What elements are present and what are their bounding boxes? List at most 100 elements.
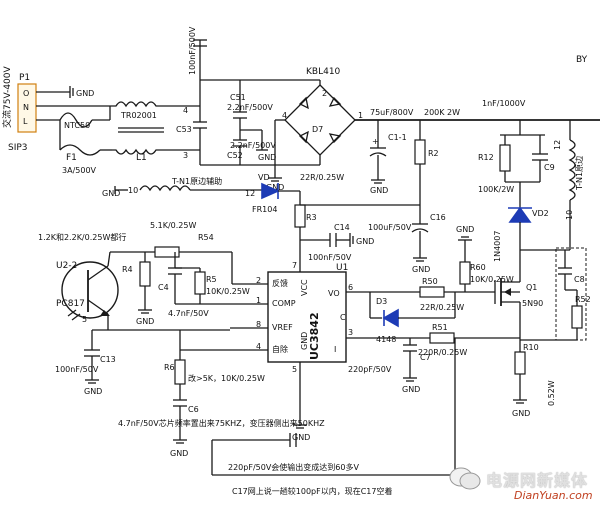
pin-5: 5 bbox=[292, 365, 297, 374]
label-r2-value: 200K 2W bbox=[424, 108, 460, 117]
label-c53: C53 bbox=[176, 125, 192, 134]
label-pri-12: 12 bbox=[553, 140, 562, 150]
label-c7: C7 bbox=[420, 353, 431, 362]
label-onl-o: O bbox=[23, 89, 29, 98]
label-r2: R2 bbox=[428, 149, 439, 158]
plus-c11: + bbox=[372, 137, 379, 146]
label-r51-value: 220R/0.25W bbox=[418, 348, 467, 357]
label-c7-value: 220pF/50V bbox=[348, 365, 392, 374]
label-gnd-r4: GND bbox=[136, 317, 154, 326]
label-bridge-1: 1 bbox=[358, 111, 363, 120]
label-r12-value: 100K/2W bbox=[478, 185, 514, 194]
label-1n4007: 1N4007 bbox=[493, 231, 502, 262]
connector-p1: P1 O N L SIP3 交流75V-400V bbox=[1, 65, 37, 153]
label-primary: T-N1原边 bbox=[574, 156, 584, 191]
label-n3: 3 bbox=[183, 151, 188, 160]
label-gnd-bridge: GND bbox=[266, 183, 284, 192]
pin-1: 1 bbox=[256, 296, 261, 305]
diode-d3 bbox=[382, 308, 399, 328]
label-gnd-c6: GND bbox=[170, 449, 188, 458]
label-ac-input: 交流75V-400V bbox=[1, 65, 13, 128]
label-vd: VD bbox=[258, 173, 270, 182]
pin-6: 6 bbox=[348, 283, 353, 292]
label-c13-value: 100nF/50V bbox=[55, 365, 99, 374]
diode-vd2 bbox=[508, 206, 532, 223]
label-gnd-ic: GND bbox=[292, 433, 310, 442]
label-r5: R5 bbox=[206, 275, 217, 284]
label-gnd-c7: GND bbox=[402, 385, 420, 394]
label-r5-value: 10K/0.25W bbox=[206, 287, 250, 296]
label-kbl410: KBL410 bbox=[306, 67, 341, 77]
label-c11-value: 75uF/800V bbox=[370, 108, 414, 117]
label-r50: R50 bbox=[422, 277, 438, 286]
label-gnd-c14: GND bbox=[356, 237, 374, 246]
label-pc817: PC817 bbox=[56, 299, 85, 309]
label-cap-100nf: 100nF/500V bbox=[188, 26, 197, 75]
label-c11: C1-1 bbox=[388, 133, 407, 142]
label-tr02001: TR02001 bbox=[120, 111, 157, 120]
label-by: BY bbox=[576, 55, 588, 65]
label-c51: C51 bbox=[230, 93, 246, 102]
label-fr104: FR104 bbox=[252, 205, 277, 214]
label-c51-value: 2.2nF/500V bbox=[227, 103, 273, 112]
diode-vd bbox=[261, 182, 280, 200]
pin-4: 4 bbox=[256, 342, 261, 351]
label-r51: R51 bbox=[432, 323, 448, 332]
label-p1: P1 bbox=[19, 73, 30, 83]
label-onl-l: L bbox=[23, 117, 28, 126]
label-4148: 4148 bbox=[376, 335, 396, 344]
label-snubber-cap: 1nF/1000V bbox=[482, 99, 526, 108]
label-r4: R4 bbox=[122, 265, 133, 274]
label-d7: D7 bbox=[312, 125, 323, 134]
label-c52-value: 2.2nF/500V bbox=[230, 141, 276, 150]
wechat-logo-icon bbox=[449, 467, 481, 490]
bridge-rectifier: D7 bbox=[284, 84, 356, 156]
watermark-brand: 电源网新媒体 bbox=[486, 471, 589, 490]
label-c4-value: 4.7nF/50V bbox=[168, 309, 209, 318]
label-gnd-c16: GND bbox=[412, 265, 430, 274]
label-c13: C13 bbox=[100, 355, 116, 364]
label-pin5-opto: 5 bbox=[82, 315, 87, 324]
mosfet-q1: Q1 5N90 bbox=[494, 250, 543, 340]
label-aux-12: 12 bbox=[245, 189, 255, 198]
label-r12: R12 bbox=[478, 153, 494, 162]
label-c9: C9 bbox=[544, 163, 555, 172]
watermark: 电源网新媒体 DianYuan.com bbox=[444, 463, 594, 507]
pin-vref-label: VREF bbox=[272, 323, 293, 332]
optocoupler-pc817 bbox=[61, 261, 119, 319]
ic-uc3842 bbox=[267, 271, 347, 363]
label-r6-note: 改>5K，10K/0.25W bbox=[188, 373, 265, 383]
label-u1: U1 bbox=[336, 263, 348, 273]
label-ntc: NTC50 bbox=[64, 121, 90, 130]
label-gnd-r10: GND bbox=[512, 409, 530, 418]
label-sip3: SIP3 bbox=[8, 143, 28, 153]
pin-3: 3 bbox=[348, 328, 353, 337]
label-n4: 4 bbox=[183, 106, 188, 115]
label-r10: R10 bbox=[523, 343, 539, 352]
label-loop-note: 220pF/50V会使输出变成达到60多V bbox=[228, 462, 359, 472]
label-c6: C6 bbox=[188, 405, 199, 414]
label-r50-value: 22R/0.25W bbox=[420, 303, 464, 312]
label-bottom-note: C17网上说一趟较100pF以内，现在C17空着 bbox=[232, 486, 392, 496]
label-c8: C8 bbox=[574, 275, 585, 284]
label-r-22r: 22R/0.25W bbox=[300, 173, 344, 182]
label-note-top: 1.2K和2.2K/0.25W都行 bbox=[38, 232, 126, 242]
label-u2: U2-2 bbox=[56, 261, 77, 271]
label-aux-10: 10 bbox=[128, 186, 138, 195]
label-gnd-aux: GND bbox=[102, 189, 120, 198]
label-c14-value: 100nF/50V bbox=[308, 253, 352, 262]
label-bridge-2: 2 bbox=[322, 89, 327, 98]
label-gnd-r60: GND bbox=[456, 225, 474, 234]
label-c52: C52 bbox=[227, 151, 243, 160]
label-pri-10: 10 bbox=[565, 210, 574, 220]
label-f1-value: 3A/500V bbox=[62, 166, 97, 175]
label-r10-value: 0.52W bbox=[547, 380, 556, 406]
label-c4: C4 bbox=[158, 283, 169, 292]
label-c-node: C bbox=[340, 313, 346, 322]
label-uc3842: UC3842 bbox=[308, 312, 321, 360]
watermark-site: DianYuan.com bbox=[514, 489, 593, 502]
pin-self-label: 自除 bbox=[272, 344, 288, 354]
label-bridge-4: 4 bbox=[282, 111, 287, 120]
pin-fb-label: 反馈 bbox=[272, 278, 288, 288]
